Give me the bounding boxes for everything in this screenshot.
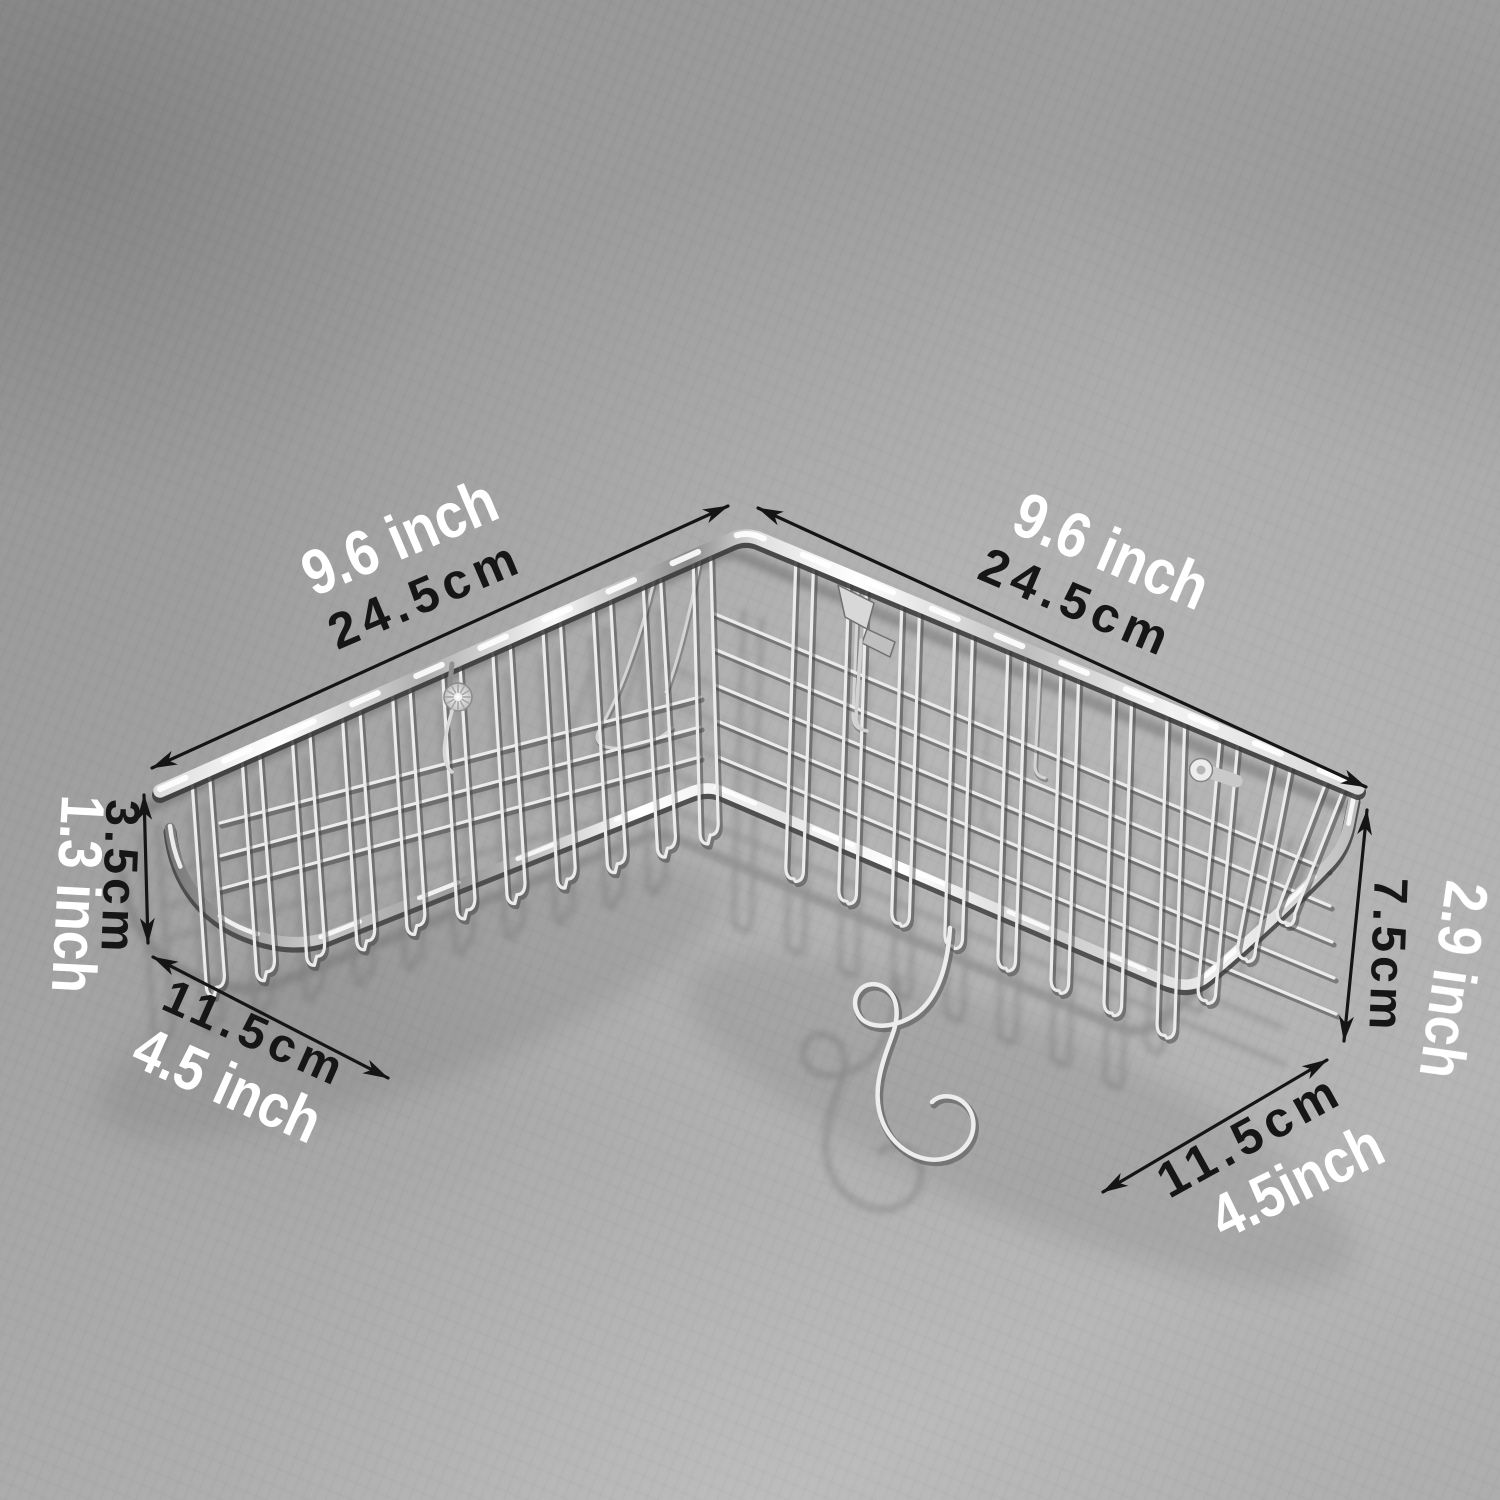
basket-wire — [1049, 670, 1081, 995]
wire-shadow — [784, 631, 817, 956]
basket-wire — [1236, 758, 1293, 964]
dimension-arrow-left-width — [151, 955, 390, 1080]
wire-shadow — [589, 627, 626, 910]
wire-shadow — [166, 805, 650, 941]
wire-shadow — [438, 693, 475, 956]
dimension-labels: 9.6 inch 24.5cm 9.6 inch 24.5cm 3.5cm 1.… — [38, 464, 1500, 1253]
basket-wire — [1102, 692, 1134, 1018]
basket-wire — [1196, 736, 1240, 1005]
dimension-label-left-height-inch: 1.3 inch — [38, 793, 117, 994]
wire-shadow — [664, 805, 1286, 1066]
right-basket-wires — [784, 560, 1349, 1044]
wire-shadow — [639, 605, 669, 896]
wire-shadow — [997, 719, 1029, 1046]
wire-shadow — [800, 975, 924, 1213]
basket-wire — [691, 555, 720, 846]
wire-shadow — [981, 716, 995, 830]
basket-wire — [717, 757, 1341, 1020]
wire-shadow — [837, 653, 870, 979]
utility-hook-wire — [853, 927, 979, 1167]
wire-shadow — [890, 675, 923, 1001]
wire-shadow — [1050, 741, 1082, 1068]
utility-hook-wire — [852, 925, 976, 1162]
wire-shadow — [539, 649, 576, 925]
basket-wire — [996, 648, 1028, 973]
dimension-label-left-height-cm: 3.5cm — [90, 799, 148, 957]
wire-shadow — [943, 697, 976, 1023]
wire-shadow — [489, 671, 526, 941]
basket-wire — [591, 599, 627, 875]
dimension-arrow-left-height — [137, 793, 155, 945]
dimension-label-right-height-inch: 2.9 inch — [1405, 877, 1500, 1083]
basket-wire — [1275, 780, 1346, 927]
wire-shadow — [388, 714, 425, 971]
dimension-arrows — [137, 504, 1372, 1194]
basket-wire — [784, 560, 815, 884]
dimension-arrow-right-width — [1101, 1058, 1329, 1194]
basket-wire — [391, 687, 427, 937]
basket-wire — [890, 604, 921, 928]
dimension-label-right-height-cm: 7.5cm — [1358, 877, 1416, 1035]
basket-wire — [641, 577, 677, 859]
basket-wire — [837, 582, 868, 906]
basket-wire — [716, 755, 1338, 1016]
dimension-arrow-right-height — [1339, 808, 1372, 1043]
basket-wire — [441, 665, 477, 921]
dimension-arrow-right-arm — [756, 506, 1368, 789]
dimension-arrow-left-arm — [150, 504, 730, 770]
basket-wire — [340, 709, 377, 952]
basket-wire — [491, 643, 527, 906]
utility-hook — [852, 925, 979, 1167]
wire-shadow — [1144, 785, 1188, 1056]
basket-wire — [541, 621, 577, 890]
basket-wire — [1155, 714, 1187, 1040]
wire-shadow — [731, 609, 764, 934]
